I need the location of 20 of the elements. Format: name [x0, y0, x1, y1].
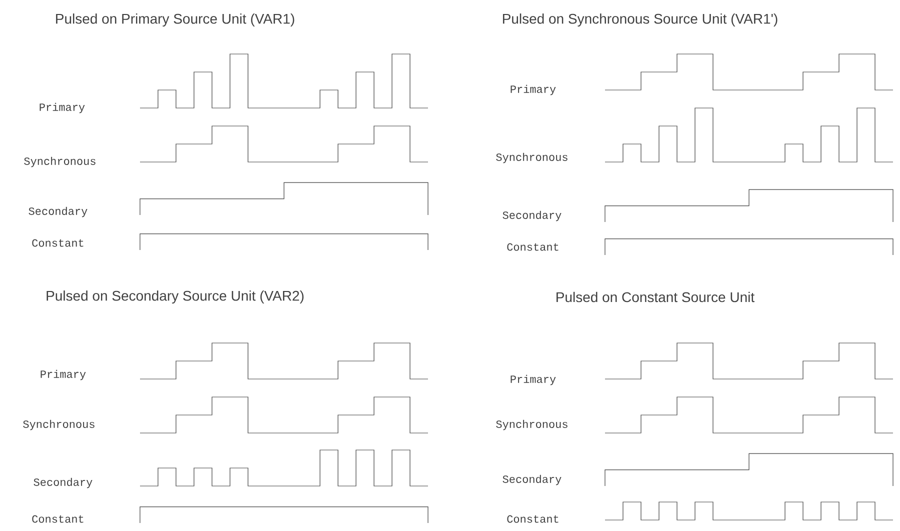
panel-title: Pulsed on Synchronous Source Unit (VAR1') [502, 13, 778, 27]
signal-label: Primary [40, 370, 86, 380]
signal-label: Synchronous [496, 420, 568, 430]
signal-label: Synchronous [24, 156, 96, 168]
signal-label: Constant [32, 239, 84, 247]
signal-label: Secondary [34, 478, 92, 488]
panel-title: Pulsed on Primary Source Unit (VAR1) [56, 13, 294, 27]
signal-label: Secondary [502, 474, 562, 486]
signal-label: Secondary [502, 210, 562, 222]
signal-label: Secondary [28, 206, 88, 218]
panel-title: Pulsed on Constant Source Unit [556, 292, 754, 302]
signal-label: Primary [510, 84, 556, 96]
signal-label: Constant [507, 243, 558, 251]
signal-label: Primary [510, 374, 556, 386]
panel-title: Pulsed on Secondary Source Unit (VAR2) [46, 290, 304, 304]
signal-label: Synchronous [496, 152, 568, 164]
signal-label: Constant [32, 515, 84, 523]
signal-label: Primary [40, 102, 85, 114]
signal-label: Constant [507, 515, 558, 523]
signal-label: Synchronous [23, 420, 94, 430]
